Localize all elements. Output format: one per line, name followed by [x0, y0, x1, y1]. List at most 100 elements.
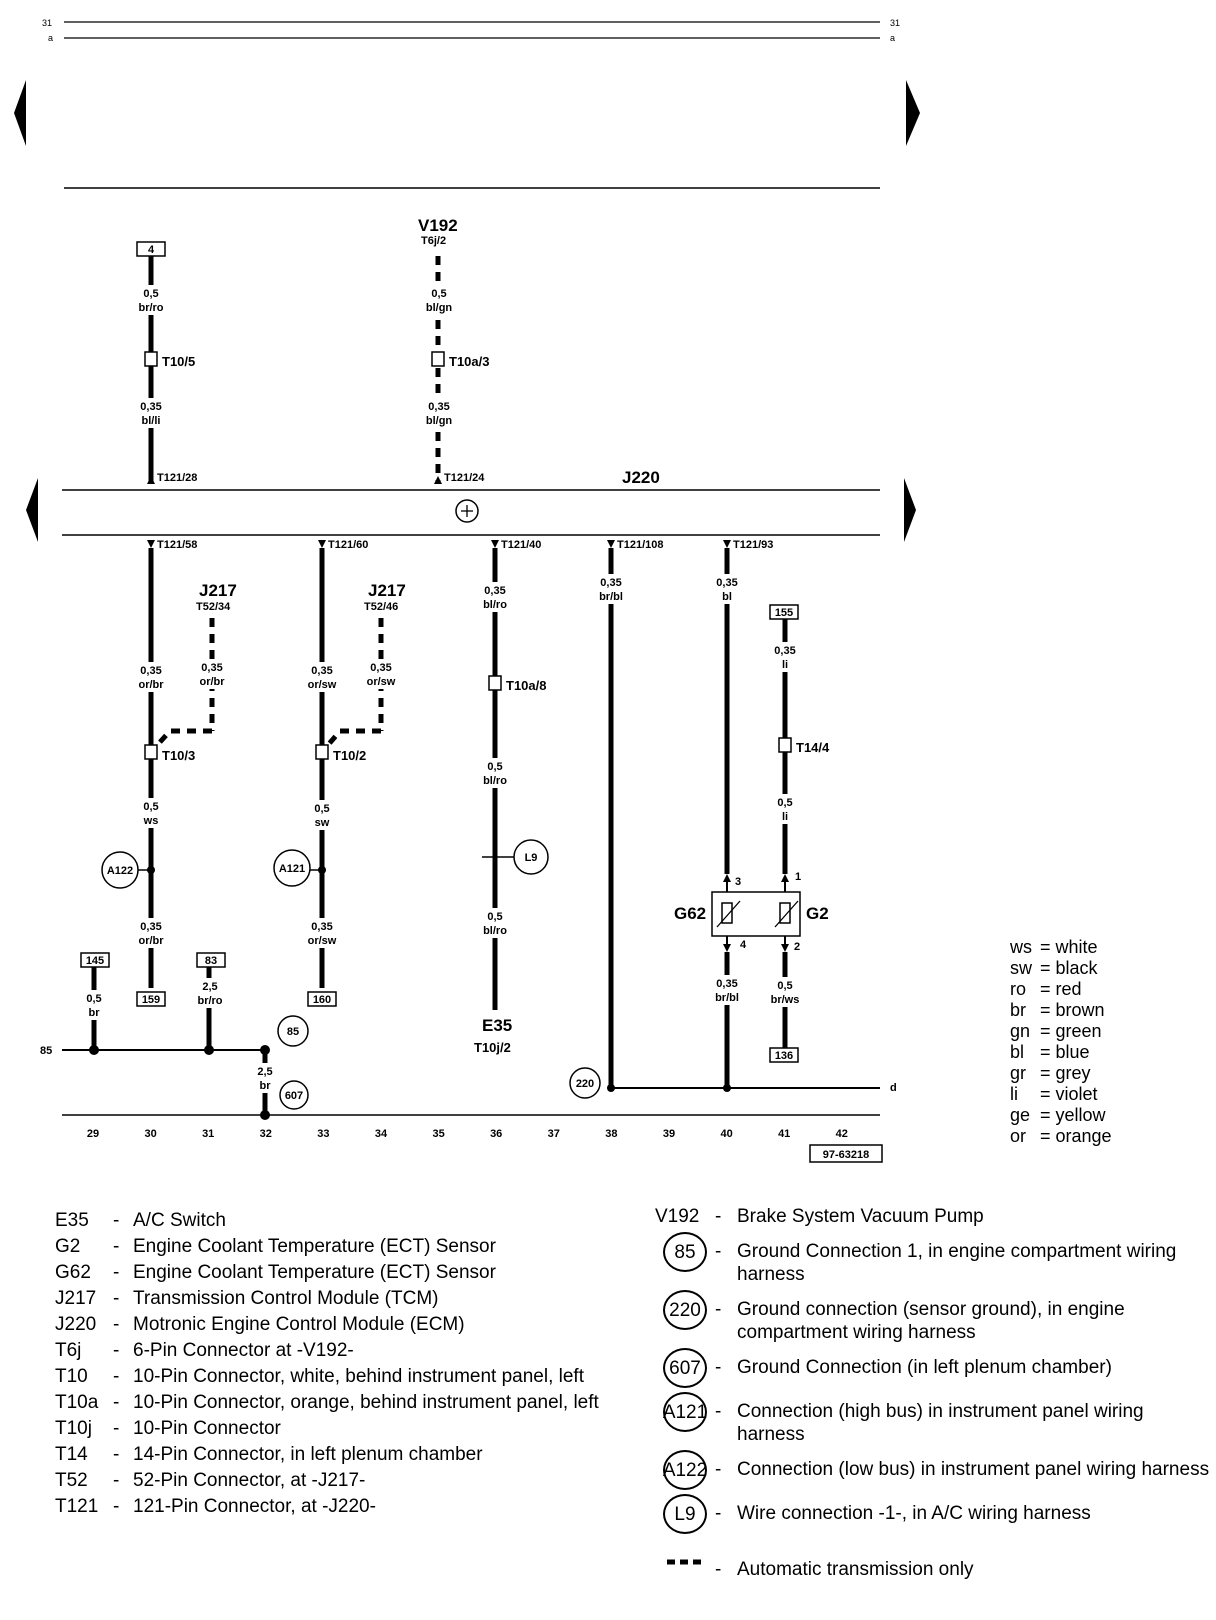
wiring-diagram: 31 a 31 a J220 4 0,5 br/ro T10/5 0,35 bl…	[14, 18, 920, 1163]
legend-desc: 10-Pin Connector, orange, behind instrum…	[133, 1392, 599, 1413]
color-name: = grey	[1040, 1063, 1091, 1083]
column-number: 38	[605, 1128, 617, 1140]
legend-row: J220-Motronic Engine Control Module (ECM…	[55, 1312, 615, 1338]
wire-color: bl/ro	[483, 925, 507, 937]
ref-4-text: 4	[148, 244, 155, 256]
page-mark-num-left: 31	[42, 18, 52, 28]
legend-code: T121	[55, 1496, 99, 1517]
legend-row: L9-Wire connection -1-, in A/C wiring ha…	[655, 1494, 1215, 1534]
color-abbr: or	[1010, 1126, 1027, 1146]
g62-label: G62	[674, 904, 706, 923]
color-abbr: br	[1010, 1000, 1027, 1020]
legend-circle-icon: A122	[663, 1450, 707, 1490]
wire-size: 0,35	[716, 577, 737, 589]
legend-dash: -	[715, 1559, 722, 1580]
legend-row: 607-Ground Connection (in left plenum ch…	[655, 1348, 1215, 1388]
legend-desc: 14-Pin Connector, in left plenum chamber	[133, 1444, 483, 1465]
legend-dash: -	[715, 1357, 722, 1378]
legend-code: T10j	[55, 1418, 92, 1439]
wire-color: br/bl	[715, 992, 739, 1004]
wire-color: li	[782, 811, 788, 823]
page-mark-num-right: 31	[890, 18, 900, 28]
ecm-symbol-icon	[455, 499, 479, 523]
legend-desc: 121-Pin Connector, at -J220-	[133, 1496, 376, 1517]
legend-desc: 6-Pin Connector at -V192-	[133, 1340, 354, 1361]
legend-dash: -	[113, 1262, 120, 1283]
j217-pin-a: T52/34	[196, 601, 231, 613]
ref-160-text: 160	[313, 994, 331, 1006]
next-page-arrow-icon[interactable]	[906, 80, 920, 146]
column-number: 31	[202, 1128, 214, 1140]
wire-size: 0,35	[311, 665, 332, 677]
ref-159-text: 159	[142, 994, 160, 1006]
pin-t121-28: T121/28	[157, 472, 197, 484]
wire-connection-l9-icon	[513, 839, 549, 875]
legend-dash: -	[113, 1444, 120, 1465]
wire-size: 0,35	[716, 978, 737, 990]
legend-code: T52	[55, 1470, 88, 1491]
connector-icon	[778, 737, 792, 753]
color-name: = violet	[1040, 1084, 1098, 1104]
legend-desc: Motronic Engine Control Module (ECM)	[133, 1314, 465, 1335]
legend-row: A122-Connection (low bus) in instrument …	[655, 1450, 1215, 1490]
wire-size: 0,35	[428, 401, 449, 413]
legend-dash: -	[113, 1340, 120, 1361]
wire-color: bl/gn	[426, 302, 453, 314]
legend-desc: Ground connection (sensor ground), in en…	[737, 1299, 1125, 1343]
wire-size: 2,5	[202, 981, 217, 993]
ref-box-136	[769, 1047, 799, 1063]
wire-size: 0,35	[600, 577, 621, 589]
wire-color: or/br	[199, 676, 225, 688]
g2-pin-2: 2	[794, 941, 800, 953]
legend-circle-icon: L9	[663, 1494, 707, 1534]
legend-dash: -	[715, 1401, 722, 1422]
a121-label: A121	[279, 863, 305, 875]
connector-icon	[431, 351, 445, 367]
legend-row: T6j-6-Pin Connector at -V192-	[55, 1338, 615, 1364]
legend-row: J217-Transmission Control Module (TCM)	[55, 1286, 615, 1312]
connector-t10-2-label: T10/2	[333, 748, 366, 763]
color-key-row: li= violet	[1010, 1084, 1112, 1105]
g62-pin-3: 3	[735, 876, 741, 888]
wire-color: ws	[143, 815, 159, 827]
page-mark-letter-left: a	[48, 33, 53, 43]
wire-color: br/ro	[138, 302, 163, 314]
wire-color: sw	[315, 817, 330, 829]
doc-ref-text: 97-63218	[823, 1149, 870, 1161]
pin-t121-93: T121/93	[733, 539, 773, 551]
l9-label: L9	[525, 852, 538, 864]
legend-code: J217	[55, 1288, 97, 1309]
column-number: 30	[144, 1128, 156, 1140]
legend-row-v192: V192 - Brake System Vacuum Pump	[655, 1205, 1215, 1228]
wire-color: br/bl	[599, 591, 623, 603]
page-mark-letter-right: a	[890, 33, 895, 43]
ntc-resistor-icon	[721, 902, 733, 924]
legend-desc: Engine Coolant Temperature (ECT) Sensor	[133, 1236, 496, 1257]
legend-row: E35-A/C Switch	[55, 1208, 615, 1234]
legend-desc: 52-Pin Connector, at -J217-	[133, 1470, 366, 1491]
legend-dash: -	[113, 1418, 120, 1439]
ref-155-text: 155	[775, 607, 793, 619]
legend-dash: -	[113, 1496, 120, 1517]
legend-code: J220	[55, 1314, 97, 1335]
wire-size: 0,35	[774, 645, 795, 657]
ground-220-label: 220	[576, 1078, 594, 1090]
legend-dash: -	[113, 1470, 120, 1491]
color-name: = black	[1040, 958, 1098, 978]
wire-size: 0,5	[777, 797, 792, 809]
column-number: 37	[548, 1128, 560, 1140]
column-number: 42	[836, 1128, 848, 1140]
color-abbr: ro	[1010, 979, 1027, 999]
legend-desc: Automatic transmission only	[737, 1559, 974, 1580]
prev-page-arrow-icon[interactable]	[14, 80, 26, 146]
g2-pin-1: 1	[795, 871, 801, 883]
legend-dash: -	[715, 1299, 722, 1320]
legend-code: T10	[55, 1366, 88, 1387]
color-key-row: ws= white	[1010, 937, 1112, 958]
wire-size: 0,35	[311, 921, 332, 933]
legend-dash: -	[113, 1392, 120, 1413]
color-name: = red	[1040, 979, 1082, 999]
color-key-row: br= brown	[1010, 1000, 1112, 1021]
